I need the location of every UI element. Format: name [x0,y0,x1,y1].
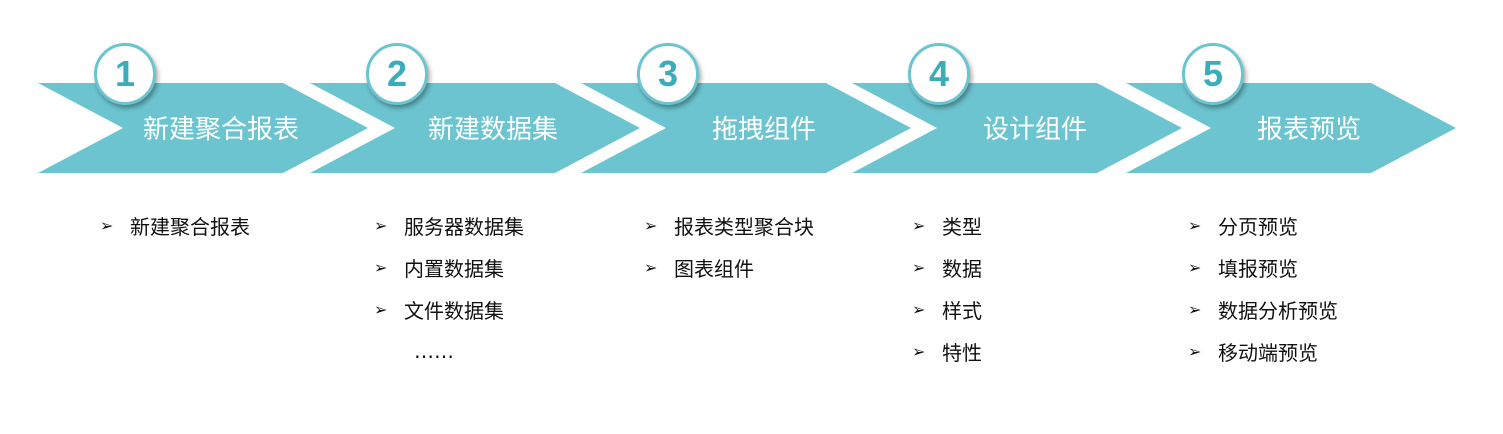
arrow-bullet-icon: ➢ [1188,215,1202,235]
list-item: ➢ 类型 [912,204,982,246]
arrow-bullet-icon: ➢ [1188,257,1202,277]
arrow-bullet-icon: ➢ [912,341,926,361]
list-item-label: 数据 [942,256,982,281]
list-item-label: 类型 [942,214,982,239]
arrow-bullet-icon: ➢ [912,257,926,277]
list-item: ➢ 移动端预览 [1188,330,1338,372]
arrow-bullet-icon: ➢ [1188,299,1202,319]
arrow-bullet-icon: ➢ [100,215,114,235]
list-item: ➢ 图表组件 [644,246,814,288]
list-item-label: 填报预览 [1218,256,1298,281]
list-item-label: 报表类型聚合块 [674,214,814,239]
more-ellipsis: …… [414,339,454,363]
list-item: ➢ 样式 [912,288,982,330]
step-item-list: ➢ 服务器数据集 ➢ 内置数据集 ➢ 文件数据集 …… [374,204,524,372]
list-item: ➢ 分页预览 [1188,204,1338,246]
step-title: 拖拽组件 [711,115,816,145]
step-item-list: ➢ 分页预览 ➢ 填报预览 ➢ 数据分析预览 ➢ 移动端预览 [1188,204,1338,372]
arrow-bullet-icon: ➢ [1188,341,1202,361]
list-item-label: 图表组件 [674,256,754,281]
step-item-list: ➢ 类型 ➢ 数据 ➢ 样式 ➢ 特性 [912,204,982,372]
list-item: ➢ 报表类型聚合块 [644,204,814,246]
list-item-label: 移动端预览 [1218,340,1318,365]
step-title: 设计组件 [982,115,1087,145]
list-item: ➢ 填报预览 [1188,246,1338,288]
step-chevron-5 [1126,83,1456,173]
list-item: ➢ 数据 [912,246,982,288]
arrow-bullet-icon: ➢ [644,215,658,235]
list-item: ➢ 服务器数据集 [374,204,524,246]
step-chevron-2 [310,83,640,173]
arrow-bullet-icon: ➢ [912,299,926,319]
step-chevron-3 [581,83,911,173]
list-item: ➢ 特性 [912,330,982,372]
step-item-list: ➢ 报表类型聚合块 ➢ 图表组件 [644,204,814,288]
step-chevron-4 [852,83,1182,173]
list-item-label: 服务器数据集 [404,214,524,239]
list-item-label: 数据分析预览 [1218,298,1338,323]
step-title: 新建数据集 [427,115,558,145]
list-item-label: 样式 [942,298,982,323]
arrow-bullet-icon: ➢ [644,257,658,277]
list-item: ➢ 数据分析预览 [1188,288,1338,330]
list-item-label: 特性 [942,340,982,365]
arrow-bullet-icon: ➢ [374,299,388,319]
list-item: ➢ 新建聚合报表 [100,204,250,246]
arrow-bullet-icon: ➢ [374,215,388,235]
step-number-badge: 4 [908,43,970,105]
list-item: ➢ 内置数据集 [374,246,524,288]
list-item-label: 文件数据集 [404,298,504,323]
arrow-bullet-icon: ➢ [912,215,926,235]
list-item: ➢ 文件数据集 [374,288,524,330]
step-chevron-1 [38,83,368,173]
list-item-label: 内置数据集 [404,256,504,281]
arrow-bullet-icon: ➢ [374,257,388,277]
step-title: 新建聚合报表 [142,115,299,145]
step-title: 报表预览 [1256,115,1361,145]
step-number-badge: 3 [637,43,699,105]
step-number-badge: 1 [94,43,156,105]
list-item-label: 新建聚合报表 [130,214,250,239]
step-number-badge: 2 [366,43,428,105]
list-item-label: 分页预览 [1218,214,1298,239]
step-number-badge: 5 [1182,43,1244,105]
step-item-list: ➢ 新建聚合报表 [100,204,250,246]
